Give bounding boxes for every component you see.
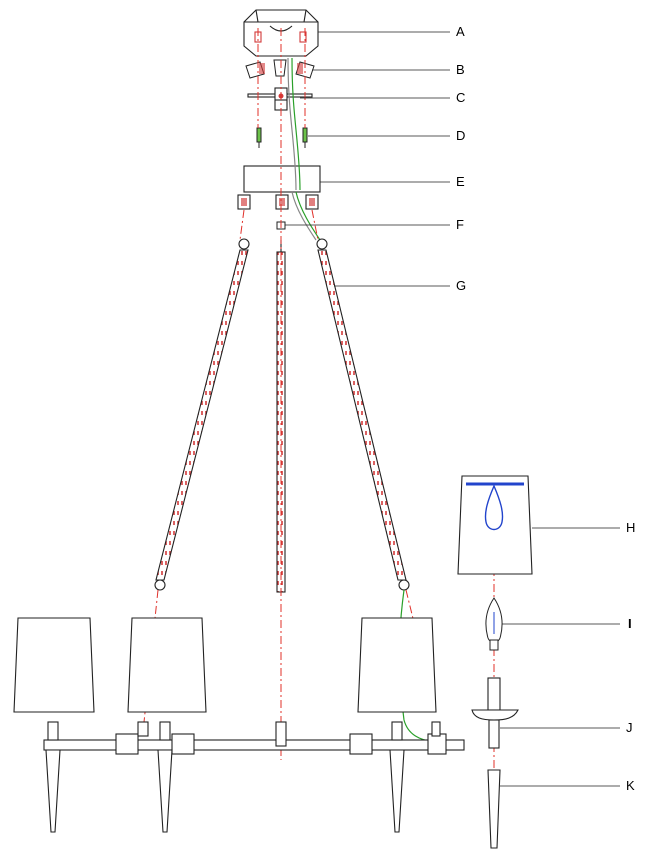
label-k: K: [626, 778, 635, 793]
junction-box: [237, 165, 321, 210]
chandelier-frame: [43, 721, 465, 833]
light-bulb: [485, 597, 503, 651]
label-d: D: [456, 128, 466, 143]
wire-nuts: [245, 59, 315, 79]
lamp-shades: [13, 617, 437, 713]
label-f: F: [456, 217, 464, 232]
label-j: J: [626, 720, 633, 735]
socket-cup: [471, 677, 519, 749]
exploded-shade: [457, 475, 533, 575]
mounting-screws: [256, 127, 308, 148]
leader-lines: [285, 31, 620, 787]
suspension-rods: [154, 238, 410, 593]
label-g: G: [456, 278, 467, 293]
label-a: A: [456, 24, 465, 39]
label-i: I: [628, 616, 632, 631]
label-h: H: [626, 520, 636, 535]
wires: [287, 57, 321, 241]
label-b: B: [456, 62, 465, 77]
label-c: C: [456, 90, 466, 105]
exploded-leg: [487, 769, 501, 849]
label-e: E: [456, 174, 465, 189]
